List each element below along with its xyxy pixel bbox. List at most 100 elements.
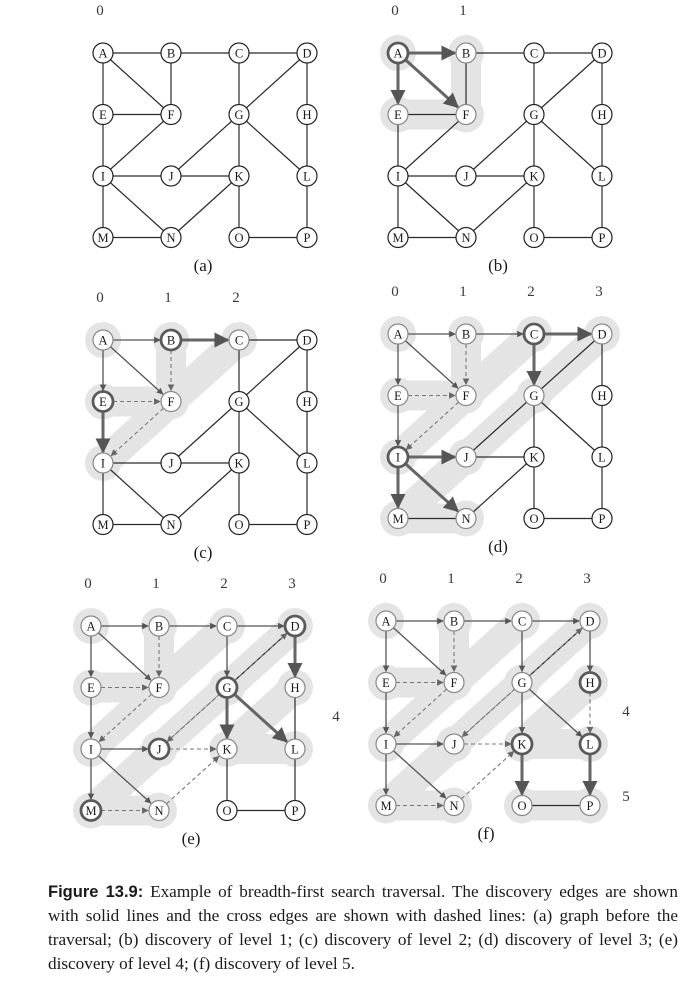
- node-M: M: [92, 226, 114, 249]
- node-label: O: [234, 518, 243, 532]
- node-label: O: [222, 804, 231, 818]
- node-L: L: [578, 732, 602, 756]
- node-M: M: [387, 507, 409, 530]
- node-label: P: [304, 518, 311, 532]
- node-circle: [591, 165, 613, 187]
- node-label: O: [529, 231, 538, 245]
- node-label: C: [530, 46, 538, 60]
- node-B: B: [443, 610, 465, 632]
- edge-D-G: [238, 339, 308, 402]
- node-label: C: [223, 619, 231, 633]
- node-label: D: [302, 46, 311, 60]
- discovery-edge-A-F: [404, 340, 459, 389]
- node-label: M: [97, 518, 108, 532]
- edge-G-J: [465, 395, 535, 458]
- node-J: J: [160, 165, 182, 187]
- node-label: L: [586, 737, 594, 751]
- node-circle: [591, 103, 613, 126]
- node-circle: [160, 165, 182, 187]
- node-H: H: [578, 671, 602, 694]
- node-P: P: [579, 794, 601, 817]
- edge-I-N: [397, 175, 467, 238]
- node-label: I: [89, 742, 93, 756]
- node-circle: [387, 323, 409, 345]
- node-I: I: [386, 445, 410, 469]
- node-L: L: [284, 738, 306, 760]
- panel-caption: (b): [488, 256, 508, 275]
- node-label: M: [380, 799, 391, 813]
- node-A: A: [387, 323, 409, 345]
- node-C: C: [228, 329, 250, 351]
- level-label: 2: [232, 290, 240, 306]
- node-circle: [591, 446, 613, 468]
- node-N: N: [455, 226, 477, 249]
- node-label: H: [597, 389, 606, 403]
- node-circle: [523, 165, 545, 187]
- node-label: L: [291, 742, 299, 756]
- node-label: L: [598, 169, 606, 183]
- level-label: 3: [595, 284, 603, 300]
- node-A: A: [92, 329, 114, 351]
- node-label: E: [99, 108, 107, 122]
- node-E: E: [92, 103, 114, 126]
- node-circle: [523, 226, 545, 249]
- node-circle: [80, 676, 102, 699]
- node-circle: [216, 738, 238, 760]
- node-K: K: [216, 738, 238, 760]
- node-C: C: [228, 42, 250, 64]
- panel-caption: (e): [182, 829, 201, 848]
- node-label: N: [154, 804, 163, 818]
- node-circle: [375, 733, 397, 755]
- node-H: H: [591, 384, 613, 407]
- edge-N-K: [170, 175, 240, 238]
- node-circle: [296, 390, 318, 413]
- node-label: G: [222, 681, 231, 695]
- edge-D-G: [238, 52, 308, 115]
- node-label: L: [303, 456, 311, 470]
- edge-G-J: [170, 401, 240, 464]
- node-circle: [591, 42, 613, 64]
- node-label: N: [449, 799, 458, 813]
- node-circle: [296, 226, 318, 249]
- node-J: J: [455, 165, 477, 187]
- node-label: A: [393, 46, 402, 60]
- node-L: L: [296, 165, 318, 187]
- node-circle: [579, 794, 601, 817]
- node-circle: [160, 226, 182, 249]
- edge-F-I: [102, 114, 172, 177]
- node-circle: [228, 103, 250, 126]
- node-N: N: [148, 799, 170, 822]
- node-label: B: [462, 327, 470, 341]
- node-F: F: [443, 671, 465, 694]
- node-circle: [443, 733, 465, 755]
- node-label: J: [464, 169, 469, 183]
- node-label: K: [234, 169, 243, 183]
- node-label: F: [168, 395, 175, 409]
- node-G: G: [511, 671, 533, 694]
- node-H: H: [284, 676, 306, 699]
- node-circle: [511, 610, 533, 632]
- node-label: G: [529, 108, 538, 122]
- node-E: E: [387, 103, 409, 126]
- cross-edge-F-I: [405, 401, 459, 451]
- node-label: P: [599, 512, 606, 526]
- node-label: D: [597, 327, 606, 341]
- cross-edge-F-I: [98, 693, 152, 743]
- node-circle: [387, 226, 409, 249]
- node-label: A: [393, 327, 402, 341]
- node-circle: [386, 41, 410, 65]
- node-M: M: [92, 513, 114, 536]
- node-N: N: [160, 226, 182, 249]
- edge-A-F: [102, 52, 172, 115]
- node-circle: [387, 384, 409, 407]
- node-label: J: [452, 737, 457, 751]
- node-circle: [160, 103, 182, 126]
- node-C: C: [522, 322, 546, 346]
- node-N: N: [443, 794, 465, 817]
- node-label: A: [381, 614, 390, 628]
- node-label: H: [585, 676, 594, 690]
- node-label: O: [234, 231, 243, 245]
- node-circle: [228, 452, 250, 474]
- node-label: L: [598, 450, 606, 464]
- caption-text: Example of breadth-first search traversa…: [48, 882, 678, 973]
